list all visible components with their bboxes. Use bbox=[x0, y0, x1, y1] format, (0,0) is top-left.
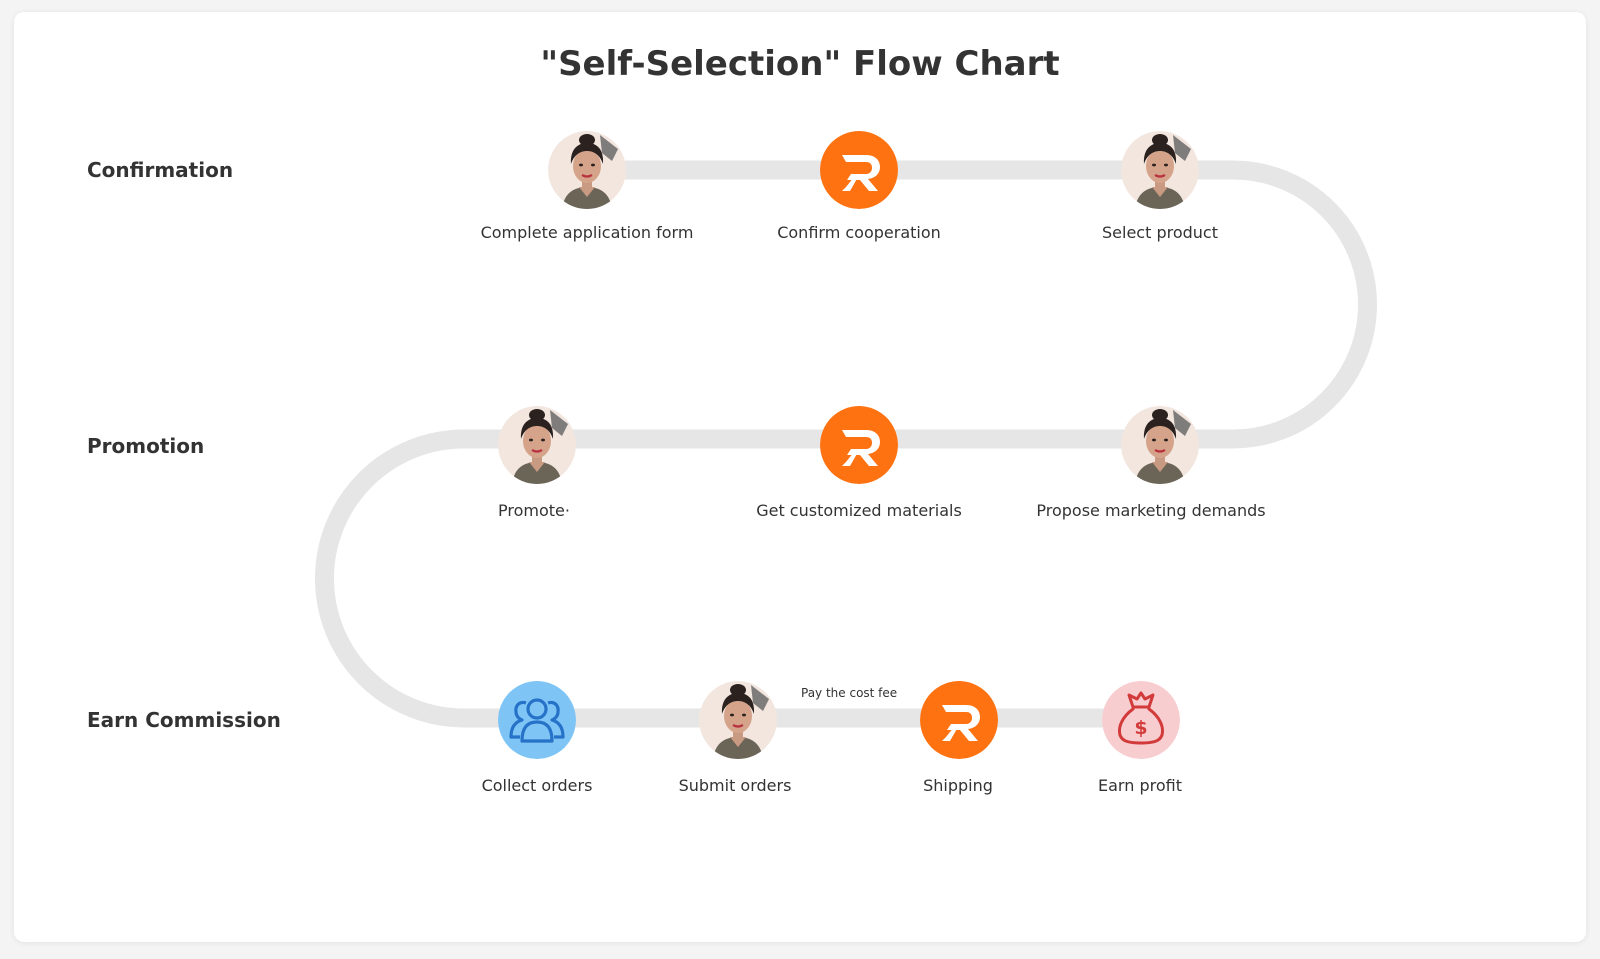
brand-r-logo-icon bbox=[820, 131, 898, 209]
money-bag-icon: $ bbox=[1102, 681, 1180, 759]
track-path bbox=[315, 160, 1377, 728]
row-label-promotion: Promotion bbox=[87, 434, 205, 458]
step-caption: Earn profit bbox=[1098, 776, 1182, 795]
person-avatar-icon bbox=[498, 406, 576, 484]
page-title: "Self-Selection" Flow Chart bbox=[540, 44, 1060, 84]
step-caption: Promote· bbox=[498, 501, 570, 520]
person-avatar-icon bbox=[1121, 406, 1199, 484]
row-label-earn-commission: Earn Commission bbox=[87, 708, 281, 732]
step-caption: Confirm cooperation bbox=[777, 223, 941, 242]
brand-r-logo-icon bbox=[920, 681, 998, 759]
step-caption: Complete application form bbox=[480, 223, 694, 242]
step-caption: Shipping bbox=[923, 776, 993, 795]
step-caption: Get customized materials bbox=[756, 501, 962, 520]
step-caption: Propose marketing demands bbox=[1036, 501, 1266, 520]
row-label-confirmation: Confirmation bbox=[87, 158, 234, 182]
svg-text:$: $ bbox=[1134, 717, 1147, 739]
step-caption: Select product bbox=[1102, 223, 1218, 242]
step-caption: Submit orders bbox=[678, 776, 792, 795]
person-avatar-icon bbox=[548, 131, 626, 209]
person-avatar-icon bbox=[699, 681, 777, 759]
edge-note: Pay the cost fee bbox=[801, 686, 898, 700]
step-caption: Collect orders bbox=[481, 776, 593, 795]
brand-r-logo-icon bbox=[820, 406, 898, 484]
group-users-icon bbox=[498, 681, 576, 759]
person-avatar-icon bbox=[1121, 131, 1199, 209]
